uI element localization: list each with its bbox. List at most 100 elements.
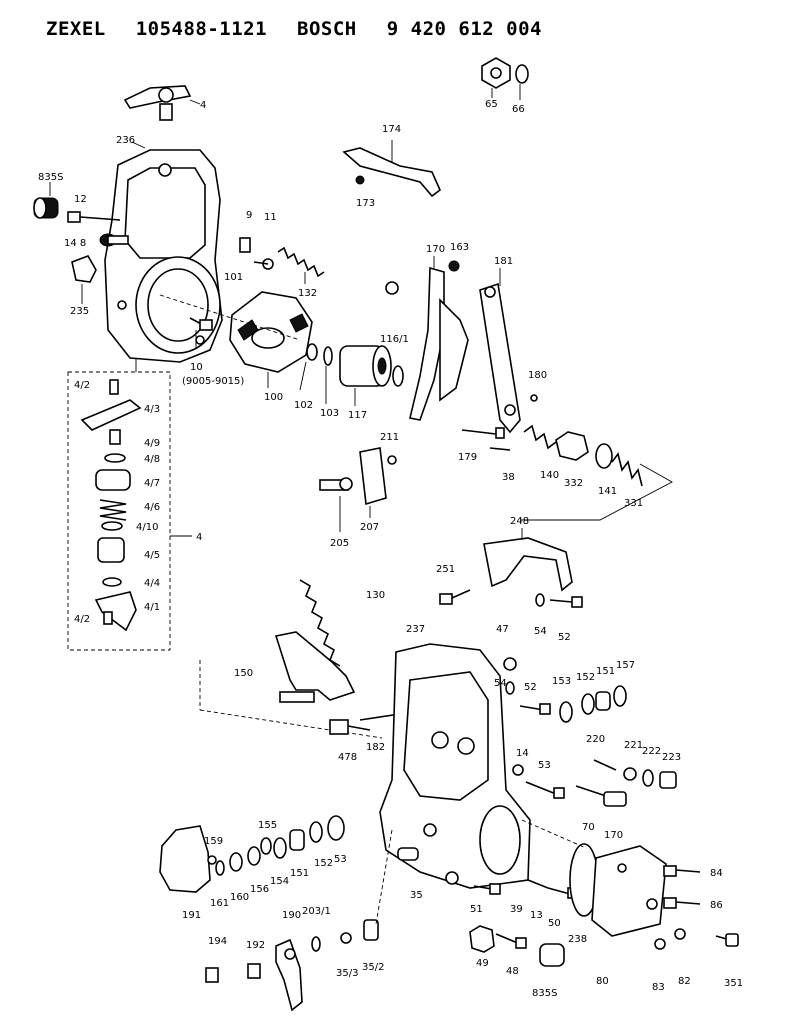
label-180: 180	[528, 370, 547, 381]
part-screw-159[interactable]	[207, 855, 217, 865]
part-nut-221[interactable]	[623, 767, 637, 781]
part-washer-54-a[interactable]	[535, 593, 545, 607]
part-bolt-39[interactable]	[473, 883, 501, 895]
part-ring-4-4[interactable]	[102, 577, 122, 587]
part-nut-49[interactable]	[469, 925, 495, 953]
part-ring-153[interactable]	[559, 701, 573, 723]
part-ring-4-10[interactable]	[101, 521, 123, 531]
part-ring-154[interactable]	[273, 837, 287, 859]
part-pump-housing-237[interactable]	[379, 643, 531, 889]
part-washer-141[interactable]	[595, 443, 613, 469]
part-pin-4-9[interactable]	[109, 429, 121, 445]
part-flyweight-100[interactable]	[229, 291, 313, 373]
part-lever-190[interactable]	[275, 938, 303, 1012]
part-cap-157[interactable]	[613, 685, 627, 707]
part-spring-4-6[interactable]	[99, 499, 127, 521]
part-screw-220[interactable]	[593, 759, 617, 771]
part-bracket-174[interactable]	[342, 147, 441, 198]
part-ring-155[interactable]	[260, 837, 272, 855]
part-spring-130[interactable]	[299, 579, 341, 667]
part-screw-11[interactable]	[253, 258, 274, 270]
part-nut-47[interactable]	[503, 657, 517, 671]
label-140: 140	[540, 470, 559, 481]
part-washer-161[interactable]	[215, 860, 225, 876]
part-bracket-207[interactable]	[359, 447, 387, 506]
part-washer-222[interactable]	[642, 769, 654, 787]
part-screw-192[interactable]	[247, 963, 261, 979]
part-nut-51[interactable]	[445, 871, 459, 885]
part-plunger-35[interactable]	[397, 847, 419, 861]
part-screw-13[interactable]	[527, 879, 549, 889]
part-bushing-151-a[interactable]	[595, 691, 611, 711]
part-bolt-84[interactable]	[663, 865, 701, 877]
part-screw-194[interactable]	[205, 967, 219, 983]
part-sensor-170[interactable]	[603, 791, 627, 807]
part-pin-70[interactable]	[575, 785, 607, 797]
part-screw-53-a[interactable]	[525, 781, 565, 799]
part-screw-83[interactable]	[654, 938, 666, 950]
part-lever-170-top[interactable]	[385, 266, 469, 421]
part-bolt-10[interactable]	[189, 317, 213, 331]
part-body-4-5[interactable]	[97, 537, 125, 563]
part-plate-4-3[interactable]	[80, 399, 142, 431]
part-sleeve-117[interactable]	[339, 345, 392, 387]
part-ring-4-8[interactable]	[104, 453, 126, 463]
part-spring-seat-140[interactable]	[523, 424, 557, 450]
part-clip-9[interactable]	[239, 237, 251, 253]
part-lever-4[interactable]	[123, 85, 192, 121]
part-nut-332[interactable]	[555, 431, 589, 461]
part-washer-66[interactable]	[515, 64, 529, 84]
part-seal-152-b[interactable]	[309, 821, 323, 843]
part-ring-160[interactable]	[229, 852, 243, 872]
part-washer-116-1[interactable]	[392, 365, 404, 387]
part-screw-4-2-bottom[interactable]	[103, 611, 113, 625]
part-ring-53-b[interactable]	[327, 815, 345, 841]
part-nut-65[interactable]	[481, 57, 511, 89]
part-bushing-151-b[interactable]	[289, 829, 305, 851]
part-bolt-251[interactable]	[439, 589, 471, 605]
part-cover-80[interactable]	[591, 845, 667, 937]
part-bolt-38[interactable]	[489, 447, 511, 451]
part-bolt-179[interactable]	[461, 427, 505, 439]
part-plate-4-1[interactable]	[94, 591, 137, 632]
part-washer-203-1[interactable]	[311, 936, 321, 952]
part-spring-331[interactable]	[611, 452, 643, 487]
part-bolt-86[interactable]	[663, 897, 701, 909]
part-bolt-12[interactable]	[67, 211, 121, 223]
label-35: 35	[410, 890, 423, 901]
part-seal-152-a[interactable]	[581, 693, 595, 715]
part-cap-223[interactable]	[659, 771, 677, 789]
part-nut-14[interactable]	[512, 764, 524, 776]
part-housing-191[interactable]	[159, 825, 211, 893]
part-bolt-52-a[interactable]	[549, 596, 583, 608]
part-cap-4-7[interactable]	[95, 469, 131, 491]
part-bolt-52-b[interactable]	[519, 703, 551, 715]
part-adjuster-205[interactable]	[319, 477, 353, 491]
part-screw-211[interactable]	[387, 455, 397, 465]
part-pin-180[interactable]	[530, 394, 538, 402]
part-screw-35-2[interactable]	[363, 919, 379, 941]
part-shim-103[interactable]	[323, 346, 333, 366]
part-plug-835s-bottom[interactable]	[539, 943, 565, 967]
part-lever-181[interactable]	[479, 282, 521, 434]
part-washer-54-b[interactable]	[505, 681, 515, 695]
part-bolt-48[interactable]	[495, 933, 527, 949]
part-screw-173[interactable]	[355, 175, 365, 185]
label-48: 48	[506, 966, 519, 977]
part-nut-163[interactable]	[448, 260, 460, 272]
part-plug-835s-top[interactable]	[33, 197, 59, 219]
label-86: 86	[710, 900, 723, 911]
part-screw-82[interactable]	[674, 928, 686, 940]
part-cap-235[interactable]	[71, 255, 97, 283]
part-bolt-351[interactable]	[715, 933, 739, 947]
part-governor-housing-236[interactable]	[104, 149, 223, 363]
part-bracket-248[interactable]	[483, 537, 573, 592]
part-screw-4-2-top[interactable]	[109, 379, 119, 395]
part-seal-156[interactable]	[247, 846, 261, 866]
part-washer-102[interactable]	[306, 343, 318, 361]
part-spring-132[interactable]	[277, 246, 325, 278]
part-bushing-148[interactable]	[99, 233, 129, 247]
part-bolt-478[interactable]	[329, 719, 371, 735]
part-lever-150[interactable]	[274, 631, 356, 703]
part-screw-35-3[interactable]	[340, 932, 352, 944]
